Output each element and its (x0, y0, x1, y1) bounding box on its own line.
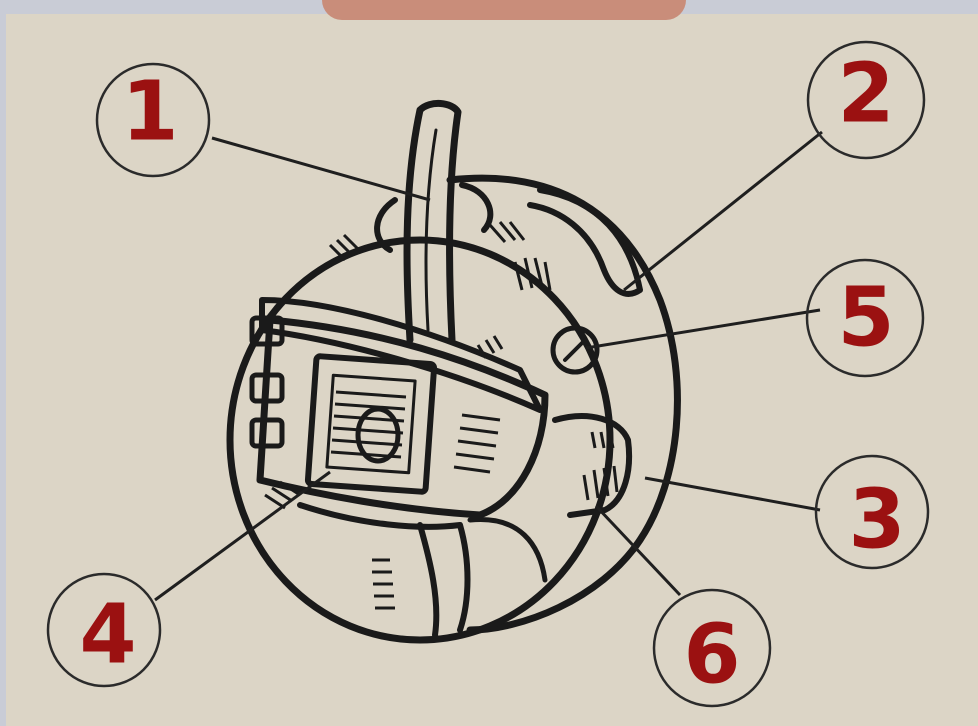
leader-line-3 (645, 478, 820, 510)
callout-5-label: 5 (837, 271, 894, 366)
callout-6: 6 (654, 590, 770, 706)
callout-1-label: 1 (121, 65, 178, 160)
leader-line-1 (212, 138, 430, 200)
callout-6-label: 6 (683, 608, 740, 703)
callout-2: 2 (808, 42, 924, 158)
callout-5: 5 (807, 260, 923, 376)
callout-3: 3 (816, 456, 928, 568)
leader-line-6 (596, 506, 680, 595)
callout-3-label: 3 (848, 473, 905, 568)
bobbin-case-drawing (230, 103, 677, 640)
callout-4: 4 (48, 574, 160, 686)
callout-1: 1 (97, 64, 209, 176)
callout-4-label: 4 (79, 588, 136, 683)
callout-2-label: 2 (837, 47, 894, 142)
leader-line-4 (155, 472, 330, 600)
leader-line-2 (624, 132, 822, 290)
leader-line-5 (586, 310, 820, 348)
